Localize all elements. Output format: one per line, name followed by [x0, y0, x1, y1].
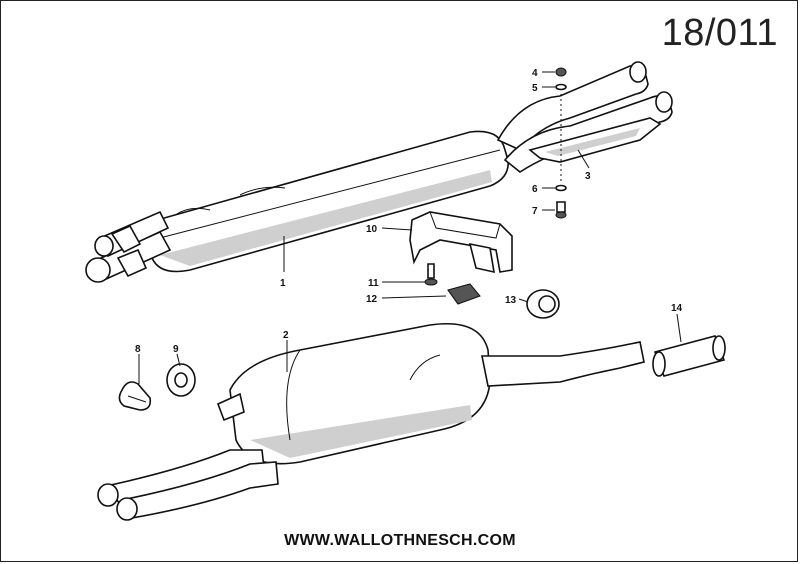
callout-8: 8: [135, 344, 141, 355]
hanger-bracket: [409, 211, 513, 274]
callout-5: 5: [532, 83, 538, 94]
diagram-number: 18/011: [661, 12, 778, 54]
callout-3: 3: [585, 171, 591, 182]
clip-8: [118, 381, 152, 411]
callout-9: 9: [173, 344, 179, 355]
callout-10: 10: [366, 224, 378, 235]
washer-6: [555, 184, 567, 192]
footer-website: WWW.WALLOTHNESCH.COM: [284, 532, 516, 549]
fasteners-top: [555, 67, 567, 219]
callout-1: 1: [280, 278, 286, 289]
nut-4: [555, 67, 567, 77]
rubber-block-12: [447, 283, 481, 305]
leader-lines: [138, 71, 682, 384]
callout-11: 11: [368, 278, 379, 289]
callout-2: 2: [283, 330, 289, 341]
callout-7: 7: [532, 206, 538, 217]
callout-6: 6: [532, 184, 538, 195]
heat-shield: [528, 117, 662, 163]
callout-labels: 1 2 3 4 5 6 7 8 9 10 11 12 13 14: [135, 68, 683, 355]
ring-9: [166, 363, 196, 397]
callout-12: 12: [366, 294, 378, 305]
washer-5: [555, 83, 567, 91]
callout-13: 13: [505, 295, 517, 306]
rear-muffler: [97, 323, 645, 521]
rubber-ring-13: [526, 289, 560, 319]
callout-4: 4: [532, 68, 538, 79]
bolt-7: [556, 201, 566, 213]
screw-11: [424, 263, 438, 286]
sleeve-14: [652, 335, 726, 377]
callout-14: 14: [671, 303, 683, 314]
